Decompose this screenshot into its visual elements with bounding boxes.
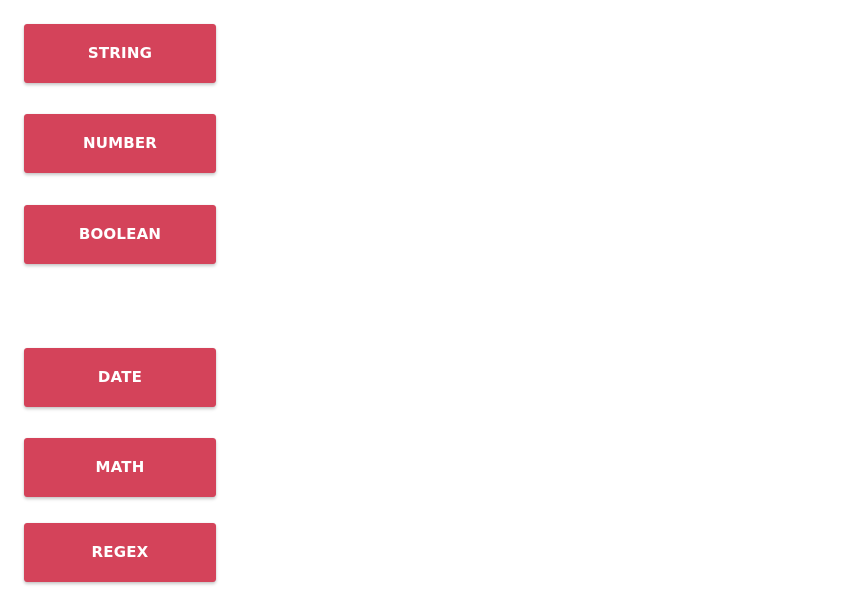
number-button[interactable]: NUMBER — [24, 114, 216, 173]
regex-button[interactable]: REGEX — [24, 523, 216, 582]
date-button[interactable]: DATE — [24, 348, 216, 407]
string-button[interactable]: STRING — [24, 24, 216, 83]
math-button[interactable]: MATH — [24, 438, 216, 497]
boolean-button[interactable]: BOOLEAN — [24, 205, 216, 264]
